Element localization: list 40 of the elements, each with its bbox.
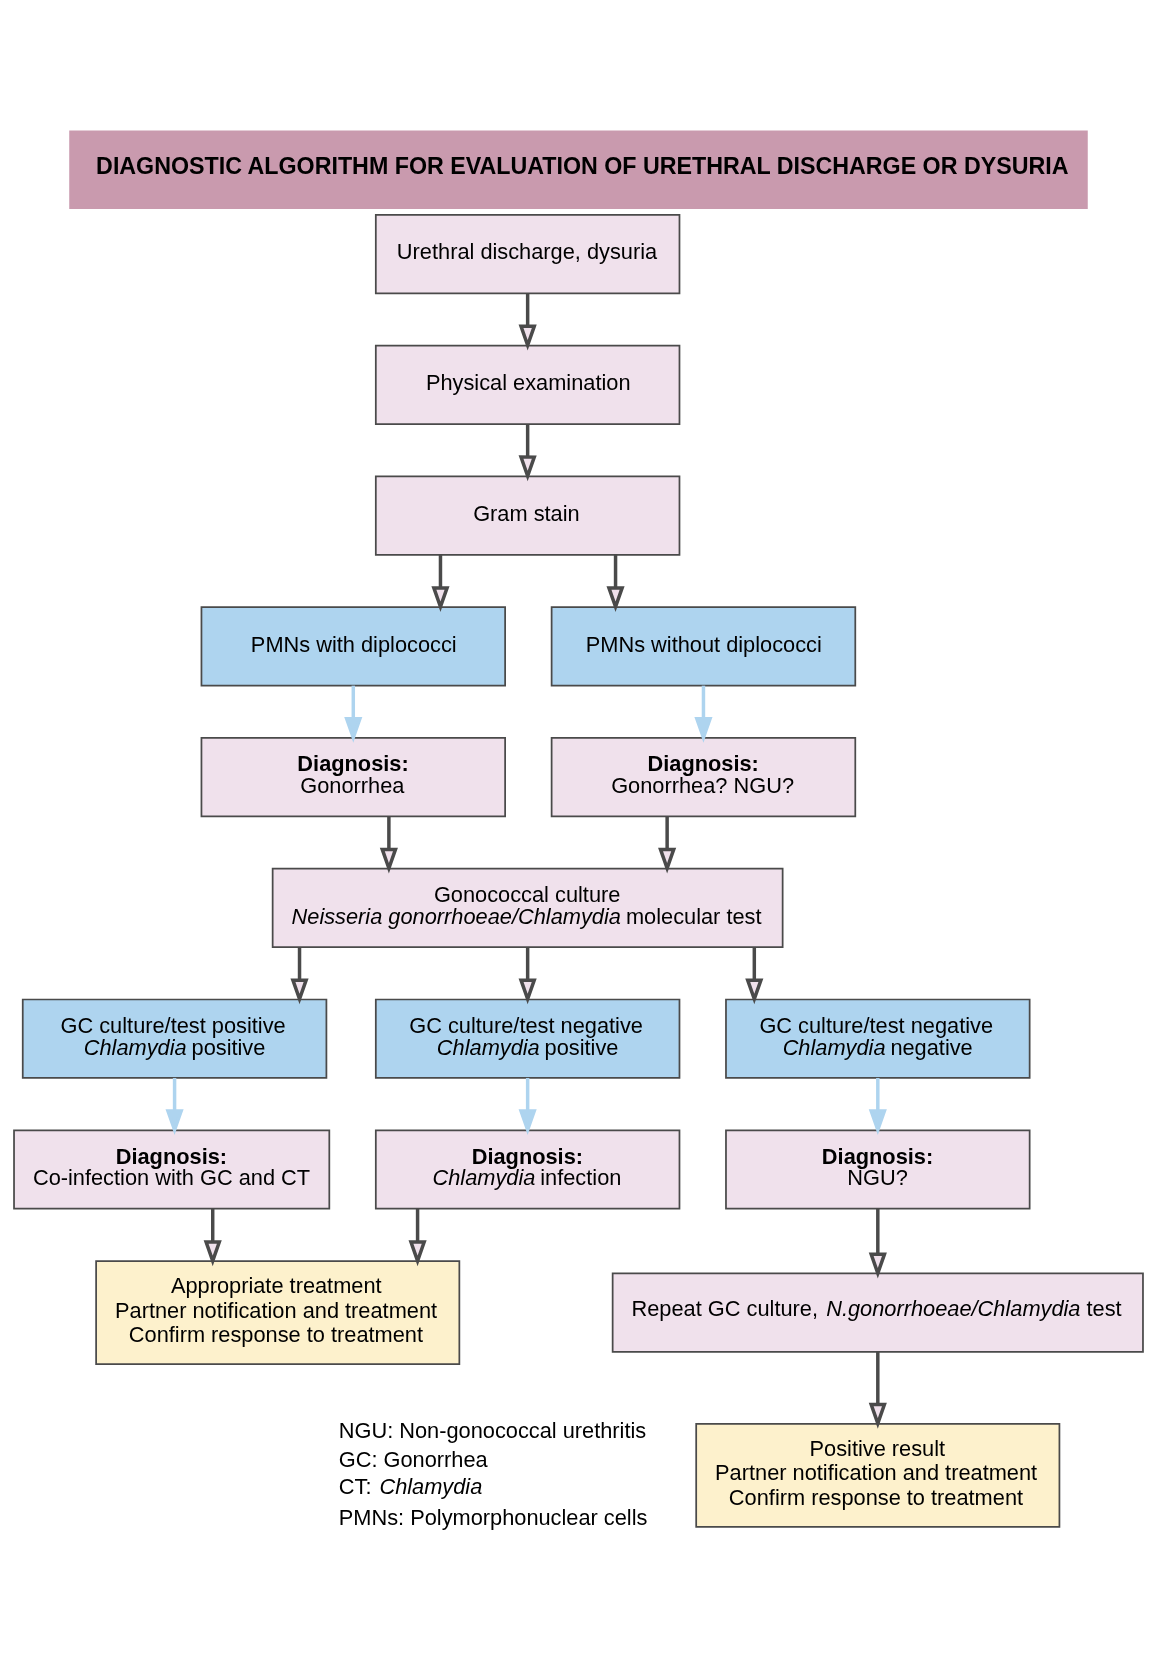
node-box: Diagnosis: NGU? bbox=[725, 1128, 1031, 1210]
node-box: GC culture/test negative Chlamydia negative bbox=[725, 998, 1031, 1079]
node-box: Repeat GC culture, N.gonorrhoeae/Chlamydia test bbox=[611, 1272, 1144, 1353]
arrow bbox=[290, 946, 309, 1004]
arrow bbox=[344, 685, 363, 743]
node-box: Diagnosis: Chlamydia infection bbox=[374, 1128, 681, 1210]
arrow bbox=[518, 1077, 537, 1135]
arrow bbox=[518, 292, 537, 351]
node-box: Gram stain bbox=[374, 475, 681, 556]
node-box: Diagnosis: Gonorrhea bbox=[200, 736, 506, 817]
label: NGU: Non-gonococcal urethritis bbox=[338, 1417, 647, 1443]
label: PMNs: Polymorphonuclear cells bbox=[338, 1504, 648, 1530]
arrow bbox=[694, 685, 713, 743]
node-box: Appropriate treatment Partner notification and treatment Confirm response to treatment bbox=[95, 1259, 461, 1365]
node-box: Diagnosis: Gonorrhea? NGU? bbox=[550, 736, 857, 817]
arrow bbox=[203, 1208, 222, 1266]
node-box: GC culture/test negative Chlamydia positive bbox=[374, 998, 681, 1079]
node-box: PMNs without diplococci bbox=[550, 605, 857, 687]
arrow bbox=[745, 946, 764, 1004]
arrow bbox=[408, 1208, 427, 1266]
node-box: Urethral discharge, dysuria bbox=[374, 213, 681, 294]
arrow bbox=[431, 554, 450, 612]
arrow bbox=[165, 1077, 184, 1135]
arrow bbox=[379, 815, 398, 874]
arrow bbox=[518, 946, 537, 1004]
label: GC: Gonorrhea bbox=[338, 1446, 488, 1472]
arrow bbox=[868, 1208, 887, 1279]
arrow bbox=[868, 1077, 887, 1135]
diagram-title: DIAGNOSTIC ALGORITHM FOR EVALUATION OF URETHRAL DISCHARGE OR DYSURIA bbox=[96, 152, 1069, 179]
node-box: Physical examination bbox=[374, 344, 681, 425]
node-box: PMNs with diplococci bbox=[200, 605, 506, 687]
node-box: Gonococcal culture Neisseria gonorrhoeae/Chlamydia molecular test bbox=[271, 867, 784, 948]
arrow bbox=[606, 554, 625, 612]
arrow bbox=[868, 1351, 887, 1429]
arrow bbox=[658, 815, 677, 874]
arrow bbox=[518, 423, 537, 481]
node-box: Diagnosis: Co-infection with GC and CT bbox=[13, 1128, 331, 1210]
node-box: Positive result Partner notification and treatment Confirm response to treatment bbox=[695, 1422, 1061, 1528]
label: CT: Chlamydia bbox=[338, 1473, 483, 1499]
node-box: GC culture/test positive Chlamydia positive bbox=[21, 998, 328, 1079]
